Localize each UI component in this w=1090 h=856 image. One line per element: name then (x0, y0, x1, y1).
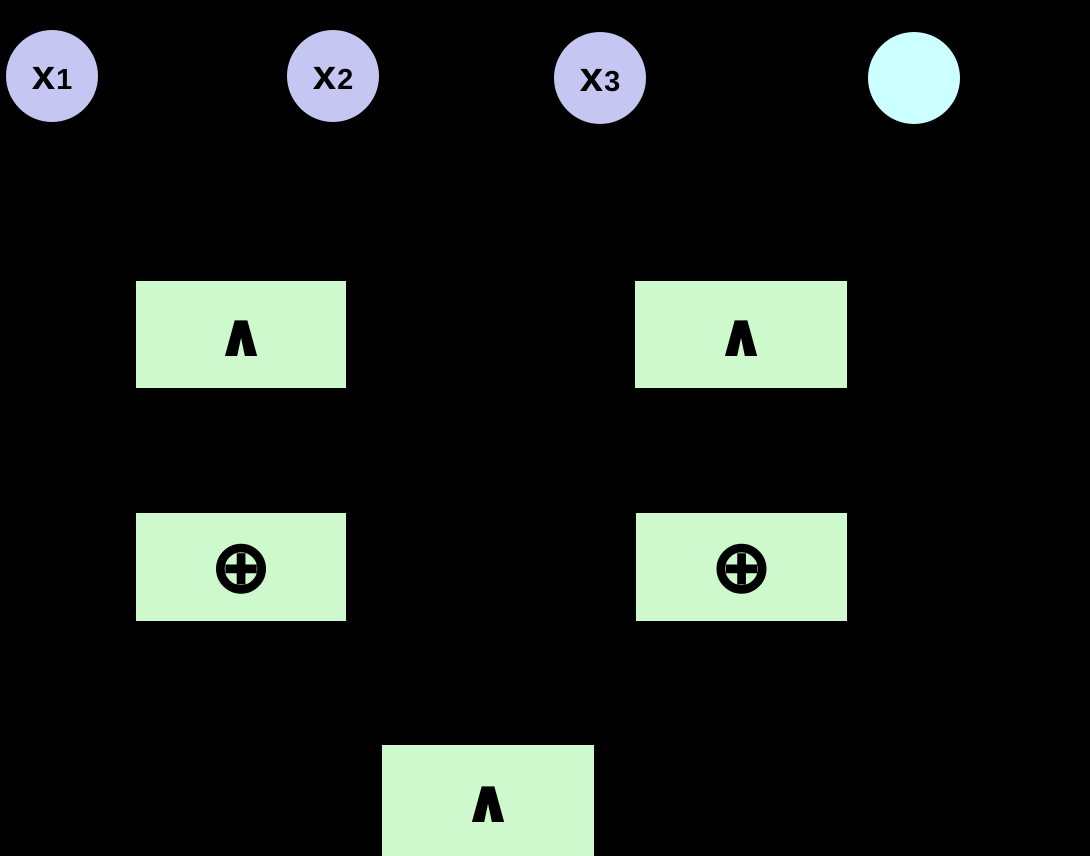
xor-icon: ⊕ (209, 524, 273, 610)
xor-icon: ⊕ (710, 524, 774, 610)
and-gate-top-right: ∧ (635, 281, 847, 388)
node-label: x 3 (580, 53, 621, 101)
variable-subscript: 2 (337, 64, 354, 96)
and-icon: ∧ (463, 766, 512, 835)
xor-gate-left: ⊕ (136, 513, 346, 621)
input-node-x3: x 3 (554, 32, 646, 124)
xor-gate-right: ⊕ (636, 513, 847, 621)
variable-subscript: 1 (56, 64, 73, 96)
variable-name: x (31, 51, 56, 98)
input-node-x2: x 2 (287, 30, 379, 122)
and-gate-bottom: ∧ (382, 745, 594, 856)
constant-node (868, 32, 960, 124)
input-node-x1: x 1 (6, 30, 98, 122)
and-icon: ∧ (716, 300, 765, 369)
variable-name: x (579, 53, 604, 100)
and-icon: ∧ (216, 300, 265, 369)
node-label: x 1 (32, 51, 73, 99)
variable-subscript: 3 (604, 66, 621, 98)
variable-name: x (312, 51, 337, 98)
node-label: x 2 (313, 51, 354, 99)
and-gate-top-left: ∧ (136, 281, 346, 388)
